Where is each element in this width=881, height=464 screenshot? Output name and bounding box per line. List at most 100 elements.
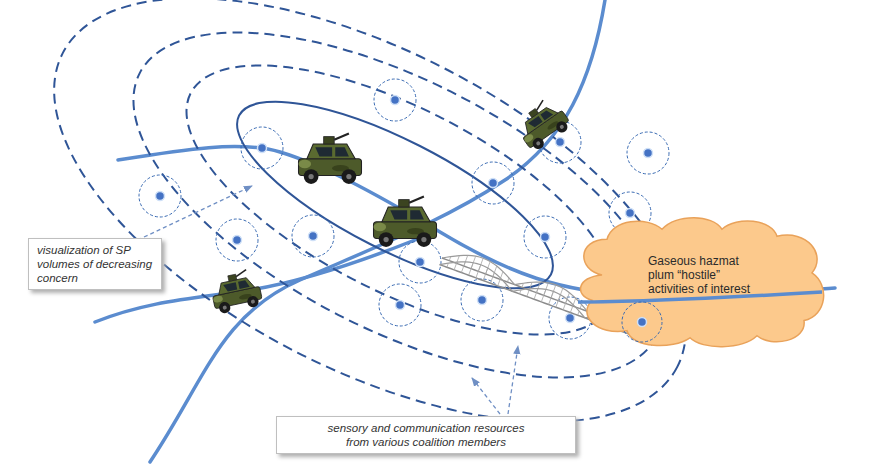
bridge-truss — [551, 285, 556, 298]
callout-text: visualization of SP volumes of decreasin… — [37, 243, 153, 285]
sensor-node — [292, 215, 334, 257]
bridge-truss — [578, 311, 579, 315]
bridge-truss — [544, 283, 549, 295]
sensor-node — [627, 132, 669, 174]
sp-volume-ellipses — [83, 0, 713, 448]
sensor-node — [241, 127, 283, 169]
bridge-truss — [527, 289, 530, 297]
plume-label: Gaseous hazmat plum “hostile” activities… — [648, 254, 768, 296]
sensor-node — [539, 121, 581, 163]
bridge-truss — [464, 255, 468, 266]
bridge-truss — [573, 298, 576, 306]
bridge-truss — [490, 273, 494, 284]
leader-lines — [125, 186, 252, 246]
callout-box: visualization of SP volumes of decreasin… — [28, 238, 162, 290]
sensor-node — [549, 297, 591, 339]
sensor-node — [379, 284, 421, 326]
bridge-truss — [476, 265, 481, 278]
sensor-node — [461, 279, 503, 321]
sensor-node — [478, 296, 487, 305]
sensor-node — [524, 216, 566, 258]
sensor-node — [566, 314, 575, 323]
bridge-truss — [469, 263, 474, 275]
bridge-truss — [471, 256, 476, 268]
humvee — [374, 197, 437, 247]
bridge-truss — [486, 262, 491, 274]
bridge-truss — [447, 263, 448, 267]
bridge-truss — [505, 285, 506, 289]
bridge-truss — [507, 278, 508, 282]
route-line — [578, 292, 822, 302]
vehicles — [209, 95, 573, 316]
sensor-node — [622, 302, 662, 342]
bridge-truss — [493, 266, 497, 277]
sensor-node — [139, 175, 181, 217]
humvee — [209, 268, 264, 316]
leader-lines — [472, 378, 500, 414]
sensor-node — [374, 79, 416, 121]
humvee — [512, 95, 573, 154]
bridge-truss — [500, 272, 503, 280]
bridge-truss — [457, 256, 460, 264]
sensor-node — [399, 241, 441, 283]
bridge-truss — [454, 262, 457, 270]
sensor-node — [472, 162, 514, 204]
hazard-plume-cloud: Gaseous hazmat plum “hostile” activities… — [572, 214, 830, 350]
sensor-node — [156, 192, 165, 201]
bridge-truss — [549, 291, 554, 304]
sensor-node — [541, 233, 550, 242]
bridge-truss — [522, 283, 523, 287]
cloud-outline — [581, 218, 824, 347]
sp-volume-ellipses — [214, 67, 576, 324]
sensor-node — [241, 127, 283, 169]
sensor-node — [309, 232, 318, 241]
bridge-truss — [529, 282, 532, 290]
sensor-node — [292, 215, 334, 257]
sensor-node — [524, 216, 566, 258]
sensor-node — [644, 149, 653, 158]
sensor-node — [139, 175, 181, 217]
bridge-truss — [566, 293, 570, 304]
bridge-truss — [558, 288, 563, 300]
sensor-node — [539, 121, 581, 163]
bridge-truss — [536, 282, 540, 293]
bridge-truss — [483, 268, 488, 280]
sensor-node — [416, 258, 425, 267]
sensor-node — [258, 144, 267, 153]
bridge-truss — [534, 289, 538, 300]
sensor-node — [556, 138, 565, 147]
sensor-node — [379, 284, 421, 326]
sensor-node — [626, 209, 635, 218]
leader-lines — [508, 346, 518, 414]
callout-text: sensory and communication resources from… — [319, 421, 533, 449]
sensor-node — [396, 301, 405, 310]
bridge-truss — [570, 305, 573, 313]
sensor-node — [622, 302, 662, 342]
bridge-truss — [563, 299, 567, 310]
sensor-node — [233, 236, 242, 245]
bridge-truss — [556, 295, 561, 307]
sensor-node — [391, 96, 400, 105]
bridge-truss — [478, 258, 483, 271]
sensor-node — [374, 79, 416, 121]
sensor-node — [461, 279, 503, 321]
bridge-truss — [498, 278, 501, 286]
leader-lines — [125, 186, 518, 414]
bridge-truss — [449, 257, 450, 261]
route-lines — [150, 0, 605, 462]
sp-volume-ellipses — [149, 11, 651, 388]
sensor-node — [549, 297, 591, 339]
sensor-node — [489, 179, 498, 188]
humvee — [299, 134, 362, 184]
bridge-truss — [541, 289, 546, 301]
sensor-node — [216, 219, 258, 261]
sensor-node — [638, 318, 647, 327]
route-lines — [95, 0, 835, 462]
bridge-truss — [461, 262, 465, 273]
sensor-node — [399, 241, 441, 283]
bridge-truss — [580, 305, 581, 309]
bridge-truss — [520, 290, 521, 294]
